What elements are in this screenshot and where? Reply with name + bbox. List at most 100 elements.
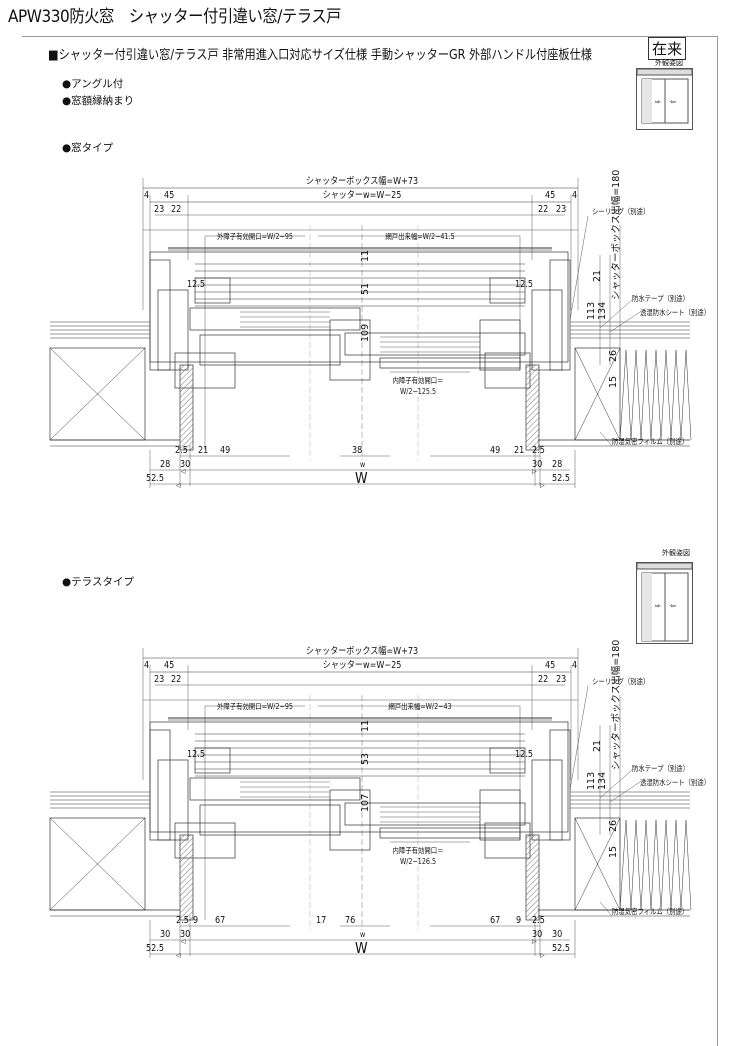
svg-text:◁: ◁ bbox=[176, 952, 181, 959]
dim-bottom-row1: 21 bbox=[514, 445, 525, 456]
dim-51: 53 bbox=[360, 752, 371, 765]
dim-top-left-22: 22 bbox=[171, 204, 182, 215]
section-type-terrace: ●テラスタイプ bbox=[62, 576, 134, 588]
dim-shutter-box-width: シャッターボックス幅=W+73 bbox=[305, 176, 419, 187]
label-sealing: シーリング（別途） bbox=[592, 677, 650, 686]
dim-bottom-left-52-5: 52.5 bbox=[146, 943, 164, 954]
svg-text:▷: ▷ bbox=[532, 938, 537, 945]
dim-bottom-right-52-5: 52.5 bbox=[552, 473, 570, 484]
dim-top-right-22: 22 bbox=[538, 204, 549, 215]
label-waterproof-tape: 防水テープ（別途） bbox=[632, 764, 690, 773]
dim-offset-right: 12.5 bbox=[515, 749, 533, 760]
page-title: APW330防火窓 シャッター付引違い窓/テラス戸 bbox=[8, 7, 342, 27]
svg-text:◁: ◁ bbox=[181, 468, 186, 475]
dim-offset-left: 12.5 bbox=[187, 279, 205, 290]
dim-21: 21 bbox=[592, 739, 603, 752]
spec-heading: ■シャッター付引違い窓/テラス戸 非常用進入口対応サイズ仕様 手動シャッターGR… bbox=[48, 48, 592, 63]
dim-overall-W: W bbox=[355, 469, 368, 487]
label-breathable-sheet: 透湿防水シート（別途） bbox=[640, 778, 711, 787]
dim-134: 134 bbox=[597, 771, 608, 790]
dim-bottom-row2: 30 bbox=[532, 929, 543, 940]
svg-text:⇦: ⇦ bbox=[670, 602, 676, 610]
dim-top-left-4: 4 bbox=[144, 660, 150, 671]
svg-text:▷: ▷ bbox=[532, 468, 537, 475]
svg-text:▷: ▷ bbox=[540, 482, 545, 489]
dim-bottom-row1: 67 bbox=[215, 915, 226, 926]
dim-bottom-row2: 28 bbox=[160, 459, 171, 470]
dim-shutter-w: シャッターw=W−25 bbox=[322, 660, 402, 671]
appearance-label-1: 外観姿図 bbox=[655, 59, 683, 67]
dim-top-left-4: 4 bbox=[144, 190, 150, 201]
dim-15: 15 bbox=[608, 845, 619, 858]
dim-top-right-45: 45 bbox=[545, 190, 556, 201]
dim-113: 113 bbox=[586, 301, 597, 320]
dim-26: 26 bbox=[608, 349, 619, 362]
dim-offset-left: 12.5 bbox=[187, 749, 205, 760]
dim-inner-opening-value: W/2−125.5 bbox=[399, 387, 437, 396]
dim-bottom-row2: 30 bbox=[180, 929, 191, 940]
dim-overall-W: W bbox=[355, 939, 368, 957]
svg-text:▷: ▷ bbox=[540, 952, 545, 959]
dim-bottom-row1: 9 bbox=[193, 915, 199, 926]
svg-text:⇦: ⇦ bbox=[670, 98, 676, 106]
dim-bottom-row2: 30 bbox=[552, 929, 563, 940]
dim-top-left-45: 45 bbox=[164, 190, 175, 201]
window-elevation-icon: ⇨⇦ bbox=[636, 68, 693, 124]
dim-box-depth: シャッターボックス出幅=180 bbox=[611, 639, 622, 770]
dim-inner-opening-value: W/2−126.5 bbox=[399, 857, 437, 866]
appearance-label-2: 外観姿図 bbox=[662, 549, 690, 557]
dim-shutter-box-width: シャッターボックス幅=W+73 bbox=[305, 646, 419, 657]
dim-top-right-4: 4 bbox=[572, 660, 578, 671]
dim-bottom-left-52-5: 52.5 bbox=[146, 473, 164, 484]
section-plan-lines: ◁ ▷ ◁ ▷ bbox=[49, 178, 692, 489]
zairai-badge: 在来 bbox=[648, 37, 687, 60]
dim-top-right-4: 4 bbox=[572, 190, 578, 201]
dim-outer-opening: 外障子有効開口=W/2−95 bbox=[217, 702, 293, 711]
dim-top-right-23: 23 bbox=[556, 674, 567, 685]
section-plan-lines: ◁ ▷ ◁ ▷ bbox=[49, 648, 692, 959]
note-casing: ●窓額縁納まり bbox=[62, 95, 135, 107]
note-angle: ●アングル付 bbox=[62, 78, 124, 90]
dim-bottom-right-52-5: 52.5 bbox=[552, 943, 570, 954]
dim-bottom-row1: 67 bbox=[490, 915, 501, 926]
label-vapor-film: 防湿気密フィルム（別途） bbox=[612, 437, 689, 446]
dim-top-right-22: 22 bbox=[538, 674, 549, 685]
dim-box-depth: シャッターボックス出幅=180 bbox=[611, 169, 622, 300]
dim-bottom-row1: 2.5 bbox=[532, 445, 545, 456]
dim-screen-width: 網戸出来幅=W/2−43 bbox=[388, 702, 452, 711]
drawing-frame bbox=[22, 36, 718, 1046]
section-type-window: ●窓タイプ bbox=[62, 142, 114, 154]
appearance-thumbnail-window: ⇨⇦ bbox=[636, 68, 693, 130]
dim-bottom-row1: 9 bbox=[516, 915, 522, 926]
dim-bottom-row2: 30 bbox=[180, 459, 191, 470]
dim-top-left-23: 23 bbox=[154, 674, 165, 685]
dim-21: 21 bbox=[592, 269, 603, 282]
dim-inner-opening: 内障子有効開口＝ bbox=[392, 846, 444, 855]
dim-26: 26 bbox=[608, 819, 619, 832]
dim-offset-right: 12.5 bbox=[515, 279, 533, 290]
dim-inner-opening: 内障子有効開口＝ bbox=[392, 376, 444, 385]
dim-bottom-row2: w bbox=[360, 460, 366, 469]
dim-bottom-row1: 2.5 bbox=[176, 915, 189, 926]
svg-text:◁: ◁ bbox=[176, 482, 181, 489]
dim-109: 107 bbox=[360, 793, 371, 812]
label-sealing: シーリング（別途） bbox=[592, 207, 650, 216]
svg-text:◁: ◁ bbox=[181, 938, 186, 945]
svg-text:⇨: ⇨ bbox=[655, 98, 661, 106]
dim-screen-width: 網戸出来幅=W/2−41.5 bbox=[385, 232, 455, 241]
dim-shutter-w: シャッターw=W−25 bbox=[322, 190, 402, 201]
dim-109: 109 bbox=[360, 323, 371, 342]
dim-bottom-row1: 76 bbox=[345, 915, 356, 926]
dim-bottom-row1: 49 bbox=[490, 445, 501, 456]
dim-bottom-row1: 2.5 bbox=[175, 445, 188, 456]
dim-top-right-23: 23 bbox=[556, 204, 567, 215]
dim-bottom-row1: 21 bbox=[198, 445, 209, 456]
label-breathable-sheet: 透湿防水シート（別途） bbox=[640, 308, 711, 317]
label-waterproof-tape: 防水テープ（別途） bbox=[632, 294, 690, 303]
dim-bottom-row2: 30 bbox=[532, 459, 543, 470]
appearance-thumbnail-terrace: ⇨⇦ bbox=[636, 562, 693, 644]
terrace-door-elevation-icon: ⇨⇦ bbox=[636, 562, 693, 642]
dim-bottom-row1: 38 bbox=[352, 445, 363, 456]
dim-113: 113 bbox=[586, 771, 597, 790]
